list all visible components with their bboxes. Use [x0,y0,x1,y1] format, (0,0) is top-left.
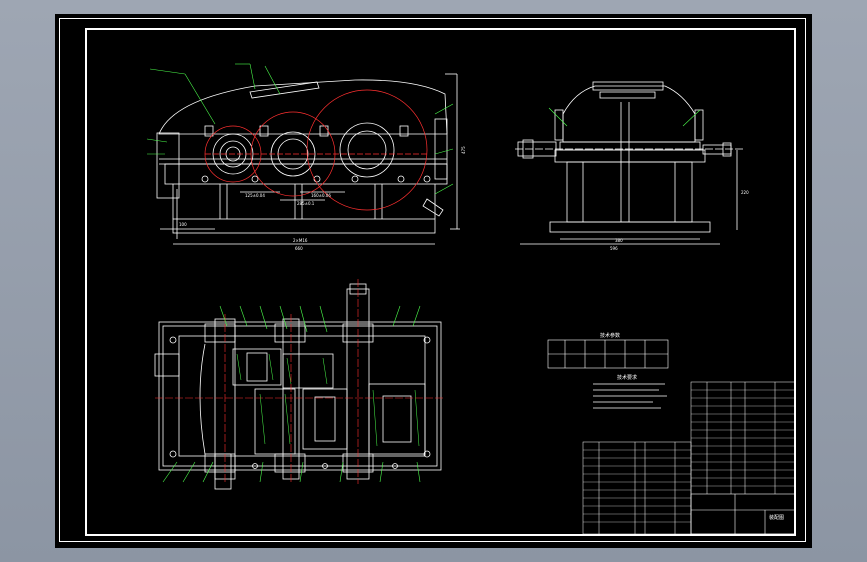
parts-list-right-rows [691,389,795,487]
cad-drawing[interactable]: 125±0.04 160±0.06 285±0.1 2×M16 660 100 … [55,14,812,548]
front-view-gears [204,89,428,211]
svg-text:475: 475 [461,146,466,154]
plan-housing [158,321,442,471]
drawing-viewport[interactable]: 125±0.04 160±0.06 285±0.1 2×M16 660 100 … [55,14,812,548]
parts-list-right [690,381,796,535]
svg-text:596: 596 [610,246,618,251]
sheet-border [59,18,806,542]
parameter-table-title: 技术参数 [600,332,620,339]
plan-view [154,283,442,490]
svg-text:160±0.06: 160±0.06 [311,193,331,198]
notes-title: 技术要求 [617,374,637,381]
front-left-end [156,132,180,199]
notes-lines [593,383,667,409]
parts-list-left-rows [583,449,691,523]
front-view [156,73,460,245]
svg-text:2×M16: 2×M16 [293,238,308,243]
side-view [515,81,745,245]
plan-input-shaft [214,453,232,490]
svg-text:220: 220 [741,190,749,195]
svg-text:100: 100 [179,222,187,227]
parts-list-left [582,441,692,535]
side-cover [562,85,696,143]
plan-view-leaders [162,305,421,483]
inspection-cover [249,81,320,99]
plan-view-hatch [236,353,420,447]
plan-view-centerlines [155,279,445,484]
svg-text:380: 380 [615,238,623,243]
title-block [690,493,796,535]
svg-text:660: 660 [295,246,303,251]
front-base [172,218,436,234]
title-block-sheet: 装配图 [769,514,784,521]
svg-text:125±0.04: 125±0.04 [245,193,265,198]
side-view-dim-text: 380 596 220 [610,190,749,251]
svg-text:285±0.1: 285±0.1 [297,201,315,206]
oil-gauge [422,198,444,217]
front-view-dim-text: 125±0.04 160±0.06 285±0.1 2×M16 660 100 … [179,146,466,251]
output-shaft [702,144,732,155]
front-view-leaders [146,63,454,195]
parameter-table [547,339,669,369]
drawing-frame [85,28,796,536]
front-cover [158,79,448,135]
side-view-leaders [548,107,701,127]
